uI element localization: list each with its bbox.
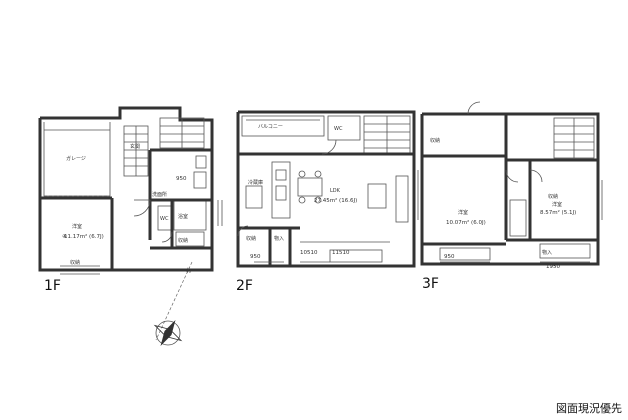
room-label-3f-western-2: 洋室 (552, 201, 562, 208)
room-label-1f-western: 洋室 (72, 223, 82, 230)
room-label-1f-storage: 収納 (70, 259, 80, 266)
room-label-3f-closet: 物入 (542, 249, 552, 256)
room-label-garage: ガレージ (66, 155, 86, 162)
dim-2f-a: 950 (250, 254, 261, 260)
floor-plan-1f: ガレージ 玄関 洋室 11.17m² (6.7J) ④ 収納 浴室 洗面所 WC… (38, 106, 223, 275)
room-label-1f-closet: 収納 (178, 237, 188, 244)
dim-3f-a: 950 (444, 254, 455, 260)
room-label-3f-western-1: 洋室 (458, 209, 468, 216)
room-label-fridge: 冷蔵庫 (248, 179, 263, 186)
dim-2f-c: 11510 (332, 250, 350, 256)
room-label-ldk: LDK (330, 188, 341, 194)
compass-rose: 北 (153, 261, 193, 346)
floor-label-3f: 3F (422, 276, 439, 292)
floor-label-2f: 2F (236, 278, 253, 294)
room-label-bath: 浴室 (178, 213, 188, 220)
room-label-2f-closet: 物入 (274, 235, 284, 242)
room-label-1f-wc: WC (160, 216, 169, 222)
room-label-3f-storage-2: 収納 (548, 193, 558, 200)
dim-1f: 950 (176, 176, 187, 182)
floor-label-1f: 1F (44, 278, 61, 294)
footer-note: 図面現況優先 (556, 402, 622, 415)
room-label-balcony: バルコニー (258, 124, 283, 130)
compass-north-label: 北 (186, 267, 191, 274)
room-size-1f-western: 11.17m² (6.7J) (64, 233, 104, 240)
floor-plan-2f: LDK 27.45m² (16.6J) バルコニー 収納 物入 WC 冷蔵庫 9… (236, 110, 419, 268)
room-label-washroom: 洗面所 (152, 191, 167, 198)
room-label-3f-storage-1: 収納 (430, 137, 440, 144)
room-size-3f-western-1: 10.07m² (6.0J) (446, 219, 486, 226)
room-number-1f: ④ (62, 234, 67, 240)
room-size-3f-western-2: 8.57m² (5.1J) (540, 209, 576, 216)
floor-plan-3f: 洋室 10.07m² (6.0J) 洋室 8.57m² (5.1J) 収納 収納… (420, 101, 603, 270)
room-label-2f-wc: WC (334, 126, 343, 132)
dim-3f-b: 1950 (546, 264, 560, 270)
room-label-2f-storage: 収納 (246, 235, 256, 242)
room-size-ldk: 27.45m² (16.6J) (314, 197, 357, 204)
room-label-entrance: 玄関 (130, 143, 140, 150)
dim-2f-b: 10510 (300, 250, 318, 256)
